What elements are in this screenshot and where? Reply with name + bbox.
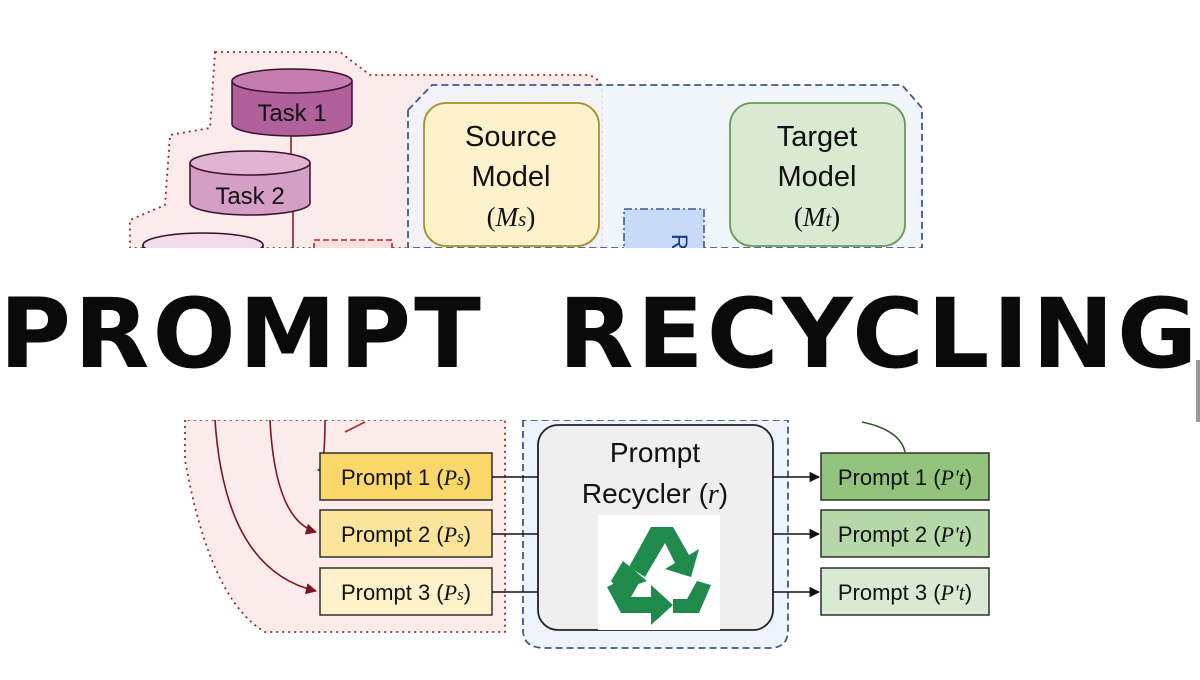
recycle-icon	[607, 527, 711, 625]
arrow-stub-red	[344, 421, 366, 433]
target-model-box: Target Model (Mt)	[729, 102, 906, 247]
recycler-line1: Prompt	[610, 437, 700, 468]
svg-text:Prompt 1 (Ps): Prompt 1 (Ps)	[341, 465, 471, 490]
prompt-recycler-box: Prompt Recycler (r)	[537, 424, 774, 631]
target-prompt-1: Prompt 1 (P't)	[820, 452, 990, 501]
arrow-task-to-prompt3	[214, 419, 318, 595]
task-2-cylinder: Task 2	[189, 150, 311, 216]
source-model-line2: Model	[472, 161, 551, 193]
source-model-symbol: (Ms)	[487, 202, 536, 232]
svg-text:Prompt 3 (P't): Prompt 3 (P't)	[838, 580, 972, 605]
source-prompt-1: Prompt 1 (Ps)	[319, 452, 493, 501]
target-model-line1: Target	[777, 121, 858, 153]
center-partial-text: R	[667, 234, 692, 250]
source-prompt-3: Prompt 3 (Ps)	[319, 567, 493, 616]
task-1-label: Task 1	[257, 100, 326, 127]
svg-text:Prompt 3 (Ps): Prompt 3 (Ps)	[341, 580, 471, 605]
target-model-symbol: (Mt)	[794, 202, 840, 232]
target-prompt-3: Prompt 3 (P't)	[820, 567, 990, 616]
svg-text:Prompt 1 (P't): Prompt 1 (P't)	[838, 465, 972, 490]
source-model-line1: Source	[465, 121, 557, 153]
target-prompt-2: Prompt 2 (P't)	[820, 509, 990, 558]
edge-mark	[1196, 360, 1200, 422]
source-model-box: Source Model (Ms)	[423, 102, 600, 247]
page-title: PROMPT RECYCLING	[0, 278, 1200, 390]
recycler-line2: Recycler (r)	[582, 478, 728, 510]
target-connector-curve	[861, 421, 906, 453]
task-2-label: Task 2	[215, 183, 284, 210]
source-prompt-2: Prompt 2 (Ps)	[319, 509, 493, 558]
svg-text:Prompt 2 (P't): Prompt 2 (P't)	[838, 522, 972, 547]
arrow-task-to-prompt2	[269, 419, 318, 535]
title-banner: PROMPT RECYCLING	[0, 248, 1200, 420]
task-1-cylinder: Task 1	[231, 68, 353, 137]
svg-text:Prompt 2 (Ps): Prompt 2 (Ps)	[341, 522, 471, 547]
target-model-line2: Model	[778, 161, 857, 193]
